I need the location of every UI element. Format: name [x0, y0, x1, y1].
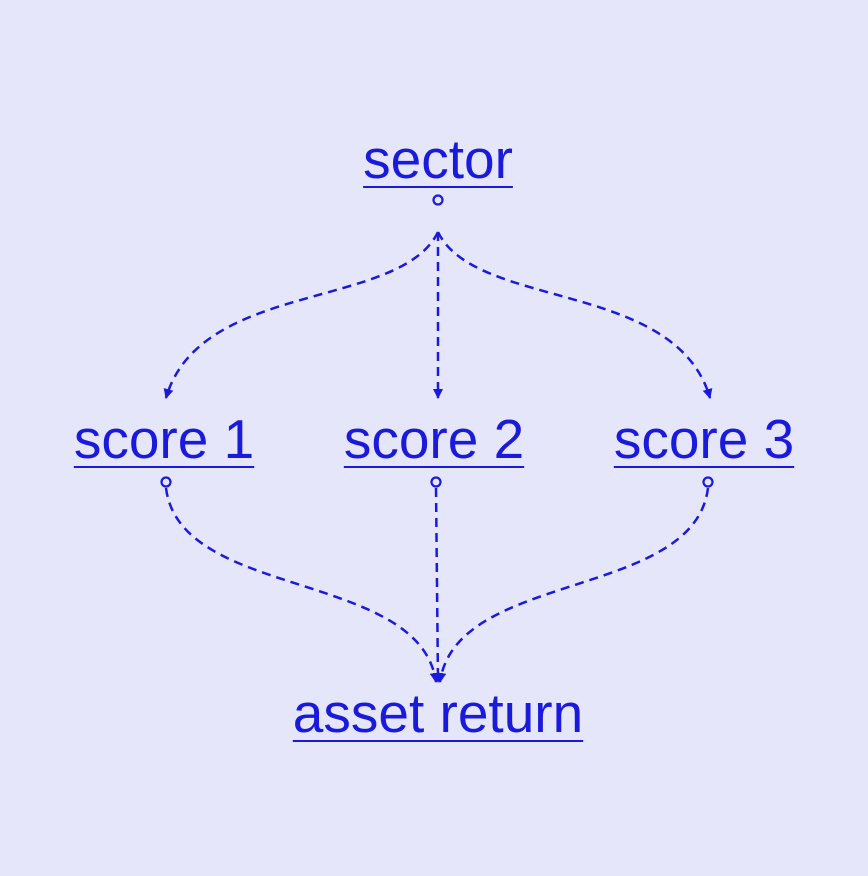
node-score-2[interactable]: score 2: [343, 408, 525, 470]
port-score-2: [430, 476, 442, 488]
edge-sector-to-score-3: [436, 231, 713, 399]
edge-score-1-to-asset-return: [164, 487, 440, 683]
edge-sector-to-score-1: [163, 231, 440, 399]
port-score-1: [160, 476, 172, 488]
node-asset-return[interactable]: asset return: [292, 682, 584, 744]
edge-score-2-to-asset-return: [432, 487, 443, 683]
port-sector: [432, 194, 444, 206]
node-score-3[interactable]: score 3: [613, 408, 795, 470]
port-score-3: [702, 476, 714, 488]
edge-score-3-to-asset-return: [436, 487, 710, 683]
node-sector[interactable]: sector: [363, 128, 513, 190]
node-score-1[interactable]: score 1: [73, 408, 255, 470]
